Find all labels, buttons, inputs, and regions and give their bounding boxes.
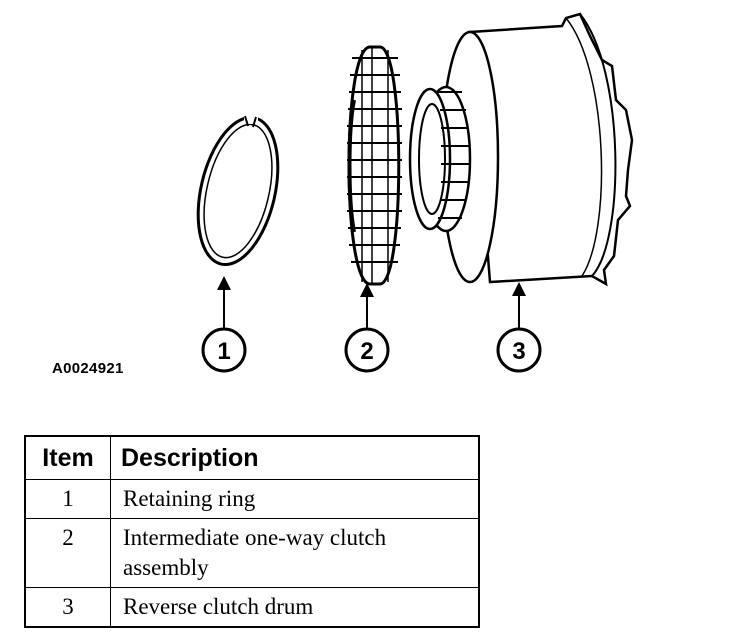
callout-1: 1 xyxy=(201,327,247,373)
table-cell-item: 1 xyxy=(24,479,111,519)
table-cell-description: Intermediate one-way clutch assembly xyxy=(110,518,480,588)
callout-2: 2 xyxy=(344,327,390,373)
callout-arrows xyxy=(217,276,526,328)
table-cell-item: 2 xyxy=(24,518,111,588)
table-cell-description: Retaining ring xyxy=(110,479,480,519)
callout-number-1: 1 xyxy=(217,338,230,365)
callout-3: 3 xyxy=(496,327,542,373)
retaining-ring-drawing xyxy=(196,114,280,267)
reverse-clutch-drum-drawing xyxy=(408,12,634,287)
table-cell-item: 3 xyxy=(24,587,111,628)
figure-id: A0024921 xyxy=(52,360,124,377)
table-row: 2 Intermediate one-way clutch assembly xyxy=(24,518,480,588)
callout-number-3: 3 xyxy=(512,338,525,365)
one-way-clutch-gear-drawing xyxy=(347,45,402,286)
header-description: Description xyxy=(110,435,480,480)
table-cell-description: Reverse clutch drum xyxy=(110,587,480,628)
callout-number-2: 2 xyxy=(360,338,373,365)
table-header-row: Item Description xyxy=(24,435,480,480)
parts-table: Item Description 1 Retaining ring 2 Inte… xyxy=(24,435,480,628)
table-row: 3 Reverse clutch drum xyxy=(24,587,480,628)
table-row: 1 Retaining ring xyxy=(24,479,480,519)
exploded-parts-illustration: 1 2 3 xyxy=(196,12,634,373)
header-item: Item xyxy=(24,435,111,480)
